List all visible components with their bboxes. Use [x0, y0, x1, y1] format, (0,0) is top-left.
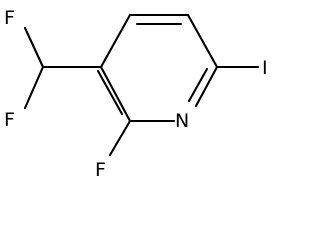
atom-label-nitrogen: N [175, 110, 189, 132]
bond-ring-c5-c6 [186, 13, 219, 69]
atom-label-fluorine-top: F [4, 7, 15, 29]
atom-label-iodine: I [262, 57, 268, 79]
bond-c2-f [108, 119, 132, 157]
bond-c-f-left [23, 65, 45, 110]
bond-ring-c6-n [194, 65, 219, 108]
bond-ring-c6-n-double [187, 67, 209, 103]
bond-c-f-top [23, 26, 45, 69]
atom-label-fluorine-left: F [4, 109, 15, 131]
bond-ring-c2-c3 [99, 65, 132, 123]
molecule-structure-diagram: F F N I F [4, 7, 268, 181]
bond-ring-c3-c4 [99, 13, 132, 69]
atom-label-fluorine-bottom: F [95, 159, 106, 181]
bond-ring-c2-c3-double [96, 69, 124, 116]
